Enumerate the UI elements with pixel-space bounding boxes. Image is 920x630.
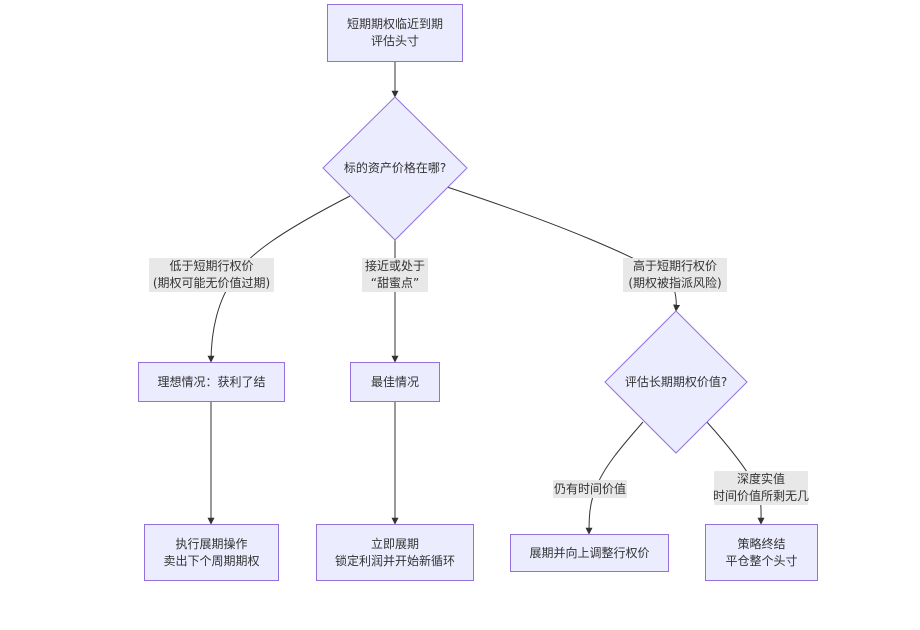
node-roll: 执行展期操作 卖出下个周期期权 bbox=[144, 524, 279, 581]
edge-label-deep-itm-line-2: 时间价值所剩无几 bbox=[713, 489, 810, 503]
node-roll-now-line-1: 立即展期 bbox=[370, 536, 419, 551]
node-end-line-2: 平仓整个头寸 bbox=[725, 553, 798, 568]
edge-label-near-line-2: “甜蜜点” bbox=[370, 276, 420, 290]
node-ideal: 理想情况：获利了结 bbox=[138, 362, 285, 402]
edge-label-above-line-1: 高于短期行权价 bbox=[632, 259, 717, 273]
decision-price-text: 标的资产价格在哪? bbox=[325, 158, 465, 178]
decision-price-diamond bbox=[322, 96, 468, 241]
node-start-line-2: 评估头寸 bbox=[370, 34, 419, 48]
node-best-label: 最佳情况 bbox=[370, 374, 419, 389]
edge-label-above-line-2: (期权被指派风险) bbox=[628, 276, 722, 290]
node-start: 短期期权临近到期 评估头寸 bbox=[327, 4, 463, 62]
node-best: 最佳情况 bbox=[350, 362, 440, 402]
edge-label-deep-itm-line-1: 深度实值 bbox=[736, 472, 785, 486]
decision-long-diamond bbox=[604, 310, 748, 454]
edge-label-below-line-2: (期权可能无价值过期) bbox=[152, 276, 271, 290]
node-end-line-1: 策略终结 bbox=[737, 536, 786, 551]
node-ideal-label: 理想情况：获利了结 bbox=[157, 374, 266, 389]
node-roll-line-2: 卖出下个周期期权 bbox=[163, 553, 260, 568]
edge-decision-long-to-roll-up bbox=[585, 421, 644, 535]
edge-label-below: 低于短期行权价 (期权可能无价值过期) bbox=[149, 258, 274, 292]
edge-label-deep-itm: 深度实值 时间价值所剩无几 bbox=[713, 471, 810, 505]
node-end: 策略终结 平仓整个头寸 bbox=[705, 524, 818, 581]
node-roll-now-line-2: 锁定利润并开始新循环 bbox=[334, 553, 455, 568]
decision-long-label: 评估长期期权价值? bbox=[624, 374, 728, 389]
edge-label-below-line-1: 低于短期行权价 bbox=[169, 259, 254, 273]
node-roll-up: 展期并向上调整行权价 bbox=[510, 534, 669, 572]
decision-price-label: 标的资产价格在哪? bbox=[343, 160, 447, 175]
node-start-line-1: 短期期权临近到期 bbox=[346, 17, 443, 31]
node-roll-up-label: 展期并向上调整行权价 bbox=[529, 545, 650, 560]
node-roll-line-1: 执行展期操作 bbox=[175, 536, 248, 551]
edge-price-to-decision-long bbox=[446, 186, 681, 312]
edge-label-above: 高于短期行权价 (期权被指派风险) bbox=[623, 258, 727, 292]
edge-label-time-value: 仍有时间价值 bbox=[553, 480, 627, 498]
edge-label-time-value-line-1: 仍有时间价值 bbox=[554, 481, 627, 496]
node-roll-now: 立即展期 锁定利润并开始新循环 bbox=[316, 524, 474, 581]
decision-long-text: 评估长期期权价值? bbox=[606, 372, 746, 392]
edge-label-near: 接近或处于 “甜蜜点” bbox=[362, 258, 428, 292]
edge-label-near-line-1: 接近或处于 bbox=[365, 259, 426, 273]
